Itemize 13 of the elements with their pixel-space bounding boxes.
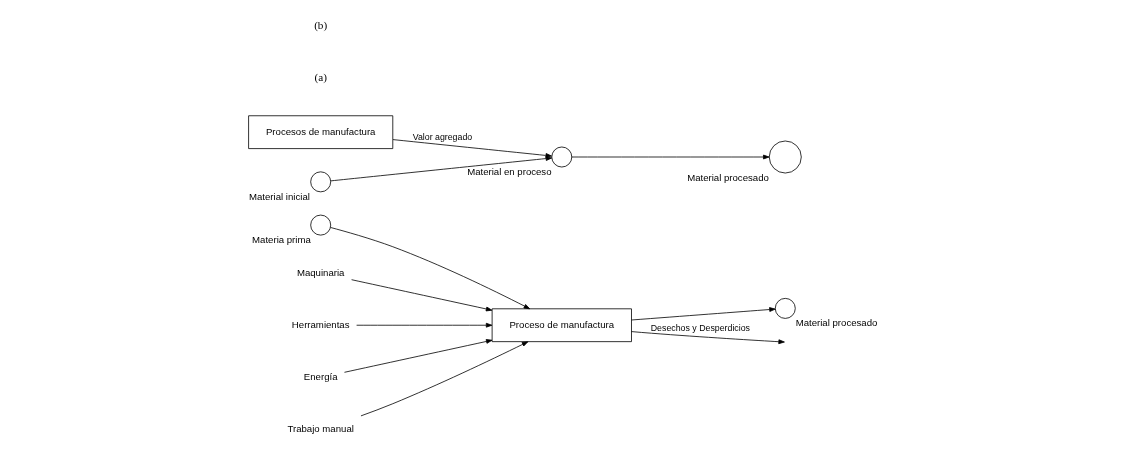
edge-label: Desechos y Desperdicios — [650, 322, 750, 333]
node-label: Material inicial — [248, 190, 310, 202]
label: (a) — [313, 70, 327, 83]
node-text: Energía — [303, 370, 338, 382]
edge-label: Valor agregado — [412, 132, 472, 143]
node-label: Material procesado — [686, 171, 769, 183]
node-label: Material procesado — [795, 317, 877, 329]
node-text: Trabajo manual — [286, 422, 354, 434]
node-text: Herramientas — [291, 318, 350, 330]
node-label: Material en proceso — [466, 165, 552, 177]
node-label: Materia prima — [251, 233, 311, 245]
label: (b) — [313, 18, 327, 31]
node-text: Maquinaria — [296, 266, 344, 278]
